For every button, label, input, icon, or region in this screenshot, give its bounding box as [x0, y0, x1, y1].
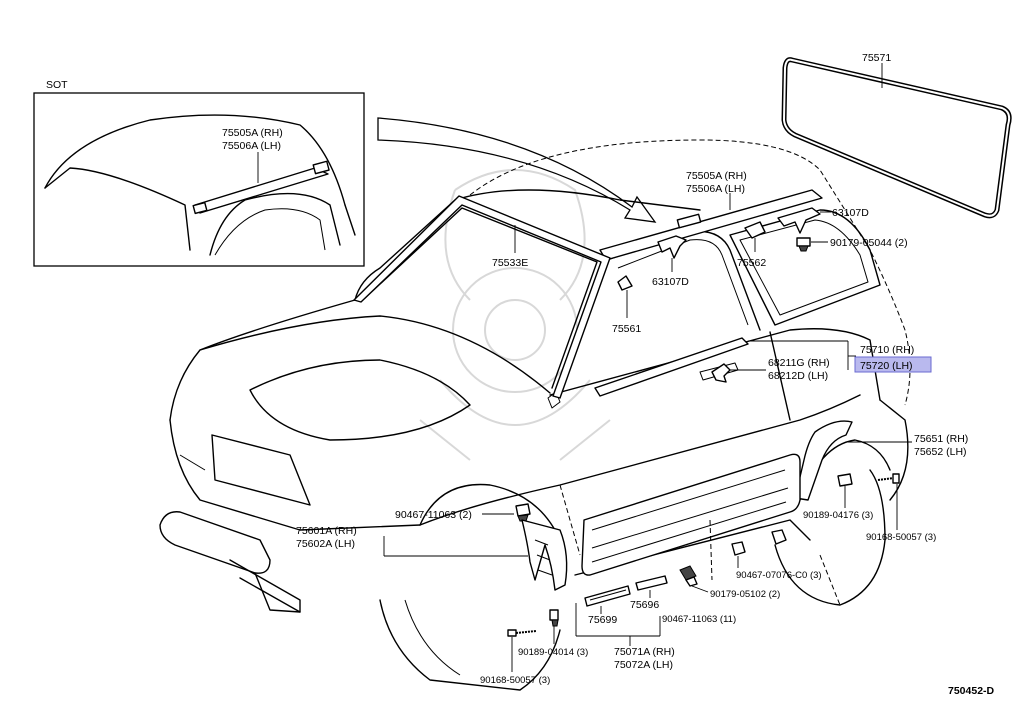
- clip-90467-07076[interactable]: [771, 529, 787, 545]
- label-90189-04014[interactable]: 90189-04014 (3): [518, 647, 588, 658]
- rail-cover-75562[interactable]: [744, 221, 766, 239]
- molding-75699[interactable]: [584, 585, 631, 607]
- label-75506a-lh[interactable]: 75506A (LH): [686, 183, 745, 195]
- label-75533e[interactable]: 75533E: [492, 257, 528, 269]
- rail-bracket-front[interactable]: [657, 235, 687, 259]
- label-75699[interactable]: 75699: [588, 614, 617, 626]
- rear-fender-flare[interactable]: [794, 420, 853, 501]
- label-90189-04176[interactable]: 90189-04176 (3): [803, 510, 873, 521]
- front-fender-flare[interactable]: [521, 519, 568, 591]
- label-90179-05102[interactable]: 90179-05102 (2): [710, 589, 780, 600]
- clip-90467-11063-upper[interactable]: [515, 503, 531, 517]
- label-75561[interactable]: 75561: [612, 323, 641, 335]
- label-90168-50057-b[interactable]: 90168-50057 (3): [480, 675, 550, 686]
- inset-label-rh[interactable]: 75505A (RH): [222, 127, 283, 139]
- screw-90168-50057-rear[interactable]: [877, 473, 900, 484]
- inset-label-lh[interactable]: 75506A (LH): [222, 140, 281, 152]
- windshield-molding[interactable]: [353, 195, 611, 399]
- cowl-piece-75561[interactable]: [617, 275, 633, 291]
- label-75652-lh[interactable]: 75652 (LH): [914, 446, 967, 458]
- back-glass-weatherstrip[interactable]: [781, 57, 1012, 219]
- label-75602a-lh[interactable]: 75602A (LH): [296, 538, 355, 550]
- label-75710-rh[interactable]: 75710 (RH): [860, 344, 914, 356]
- highlight-75720: [854, 356, 932, 373]
- clip-90189-04176[interactable]: [837, 473, 853, 487]
- label-90179-05044[interactable]: 90179-05044 (2): [830, 237, 908, 249]
- inset-title: SOT: [46, 79, 68, 91]
- label-75601a-rh[interactable]: 75601A (RH): [296, 525, 357, 537]
- label-75651-rh[interactable]: 75651 (RH): [914, 433, 968, 445]
- label-75071a-rh[interactable]: 75071A (RH): [614, 646, 675, 658]
- inset-sot: SOT 75505A (RH) 75506A (LH): [33, 79, 365, 267]
- rocker-molding[interactable]: [581, 453, 801, 576]
- diagram-code: 750452-D: [948, 685, 995, 697]
- label-63107d-b[interactable]: 63107D: [652, 276, 689, 288]
- label-90467-07076[interactable]: 90467-07076-C0 (3): [736, 570, 822, 581]
- label-75562[interactable]: 75562: [737, 257, 766, 269]
- label-90467-11063-2[interactable]: 90467-11063 (2): [395, 509, 472, 521]
- clip-90179-05044[interactable]: [796, 237, 811, 247]
- label-90467-11063-11[interactable]: 90467-11063 (11): [662, 614, 736, 625]
- inset-arrow: [377, 117, 657, 223]
- clip-68211g[interactable]: [711, 363, 731, 383]
- clip-90189-04014[interactable]: [549, 609, 559, 627]
- label-63107d-a[interactable]: 63107D: [832, 207, 869, 219]
- label-90168-50057-a[interactable]: 90168-50057 (3): [866, 532, 936, 543]
- label-68212d-lh[interactable]: 68212D (LH): [768, 370, 828, 382]
- screw-90168-50057-front[interactable]: [507, 629, 537, 637]
- label-75505a-rh[interactable]: 75505A (RH): [686, 170, 747, 182]
- molding-75696[interactable]: [635, 575, 668, 591]
- label-75072a-lh[interactable]: 75072A (LH): [614, 659, 673, 671]
- belt-molding[interactable]: [594, 337, 749, 397]
- label-75720-lh[interactable]: 75720 (LH): [860, 360, 913, 372]
- clip-90179-05102[interactable]: [679, 565, 697, 581]
- label-75696[interactable]: 75696: [630, 599, 659, 611]
- label-68211g-rh[interactable]: 68211G (RH): [768, 357, 830, 369]
- label-75571[interactable]: 75571: [862, 52, 891, 64]
- rail-bracket-rear[interactable]: [777, 207, 821, 234]
